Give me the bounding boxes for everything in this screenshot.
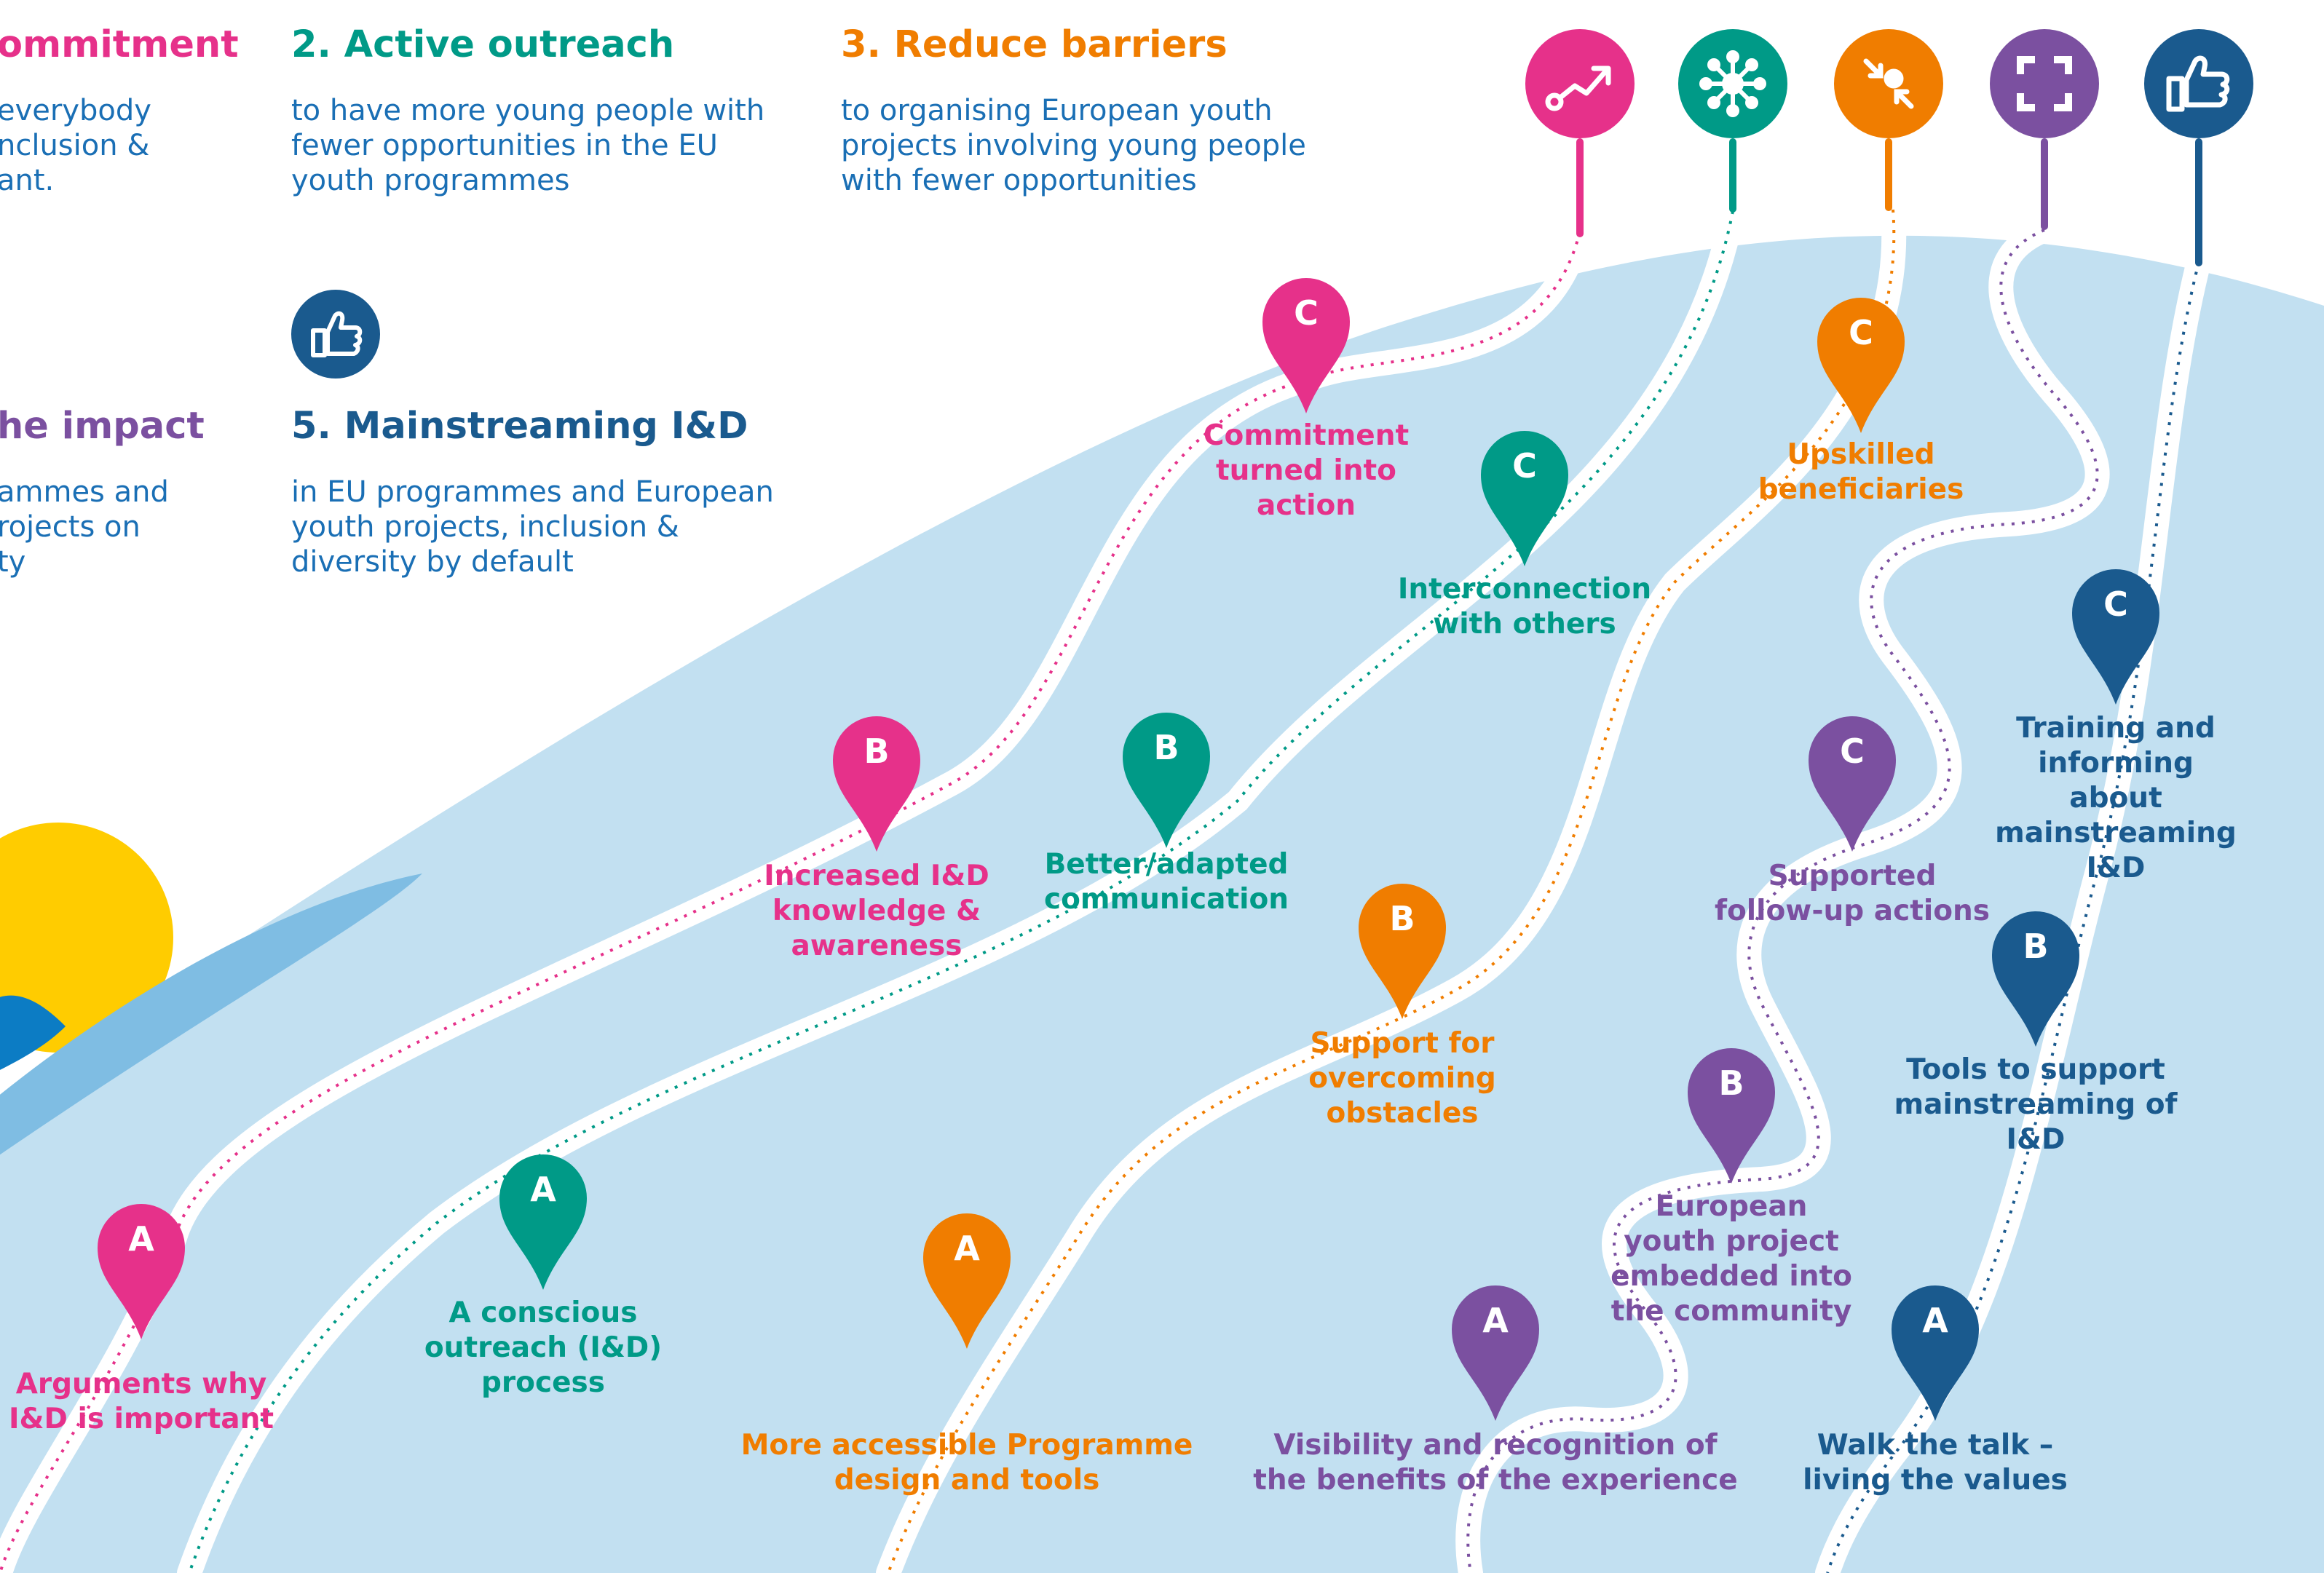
pin-marker-orange-c: C	[1816, 296, 1906, 433]
stem-teal	[1729, 138, 1736, 213]
description-impact: ammes and rojects on ty	[0, 475, 169, 579]
description-mainstreaming: in EU programmes and European youth proj…	[291, 475, 774, 579]
pin-letter: A	[1922, 1301, 1948, 1340]
wave-shape-blue	[0, 995, 66, 1070]
pin-letter: C	[1294, 293, 1319, 333]
pin-marker-orange-a: A	[922, 1212, 1012, 1349]
pin-marker-teal-c: C	[1479, 429, 1570, 566]
pin-label-navy-c: Training and informing about mainstreami…	[1995, 712, 2237, 884]
pin-label-purple-c: Supported follow-up actions	[1715, 860, 1990, 927]
pin-label-pink-c: Commitment turned into action	[1203, 419, 1410, 522]
stem-pink	[1576, 138, 1584, 237]
pin-label-navy-b: Tools to support mainstreaming of I&D	[1894, 1053, 2178, 1156]
pin-letter: B	[863, 732, 890, 771]
path-road-purple	[1455, 218, 2110, 1573]
pin-marker-pink-b: B	[831, 715, 922, 852]
expand-corners-icon	[1990, 29, 2099, 138]
pin-letter: A	[1482, 1301, 1509, 1340]
pin-label-purple-b: European youth project embedded into the…	[1610, 1190, 1852, 1328]
pin-letter: C	[1512, 446, 1537, 486]
stem-orange	[1885, 138, 1892, 211]
pin-letter: A	[128, 1219, 154, 1259]
pin-marker-teal-b: B	[1121, 711, 1212, 848]
heading-reduce-barriers: 3. Reduce barriers	[841, 23, 1228, 66]
heading-active-outreach: 2. Active outreach	[291, 23, 675, 66]
pin-letter: C	[1849, 313, 1873, 352]
stem-navy	[2195, 138, 2202, 266]
description-commitment: everybody nclusion & ant.	[0, 94, 151, 197]
heading-mainstreaming: 5. Mainstreaming I&D	[291, 405, 748, 448]
pin-letter: C	[1840, 732, 1865, 771]
pin-letter: B	[1389, 899, 1415, 938]
path-road-orange	[876, 197, 1907, 1573]
heading-impact: he impact	[0, 405, 205, 448]
arrows-converge-icon	[1834, 29, 1943, 138]
pin-marker-purple-a: A	[1450, 1284, 1541, 1421]
heading-commitment: ommitment	[0, 23, 239, 66]
hill-shape	[0, 235, 2324, 1573]
pin-marker-orange-b: B	[1357, 882, 1447, 1019]
stem-purple	[2041, 138, 2048, 230]
pin-label-orange-c: Upskilled beneficiaries	[1758, 438, 1964, 506]
pin-letter: A	[954, 1229, 980, 1268]
pin-label-orange-b: Support for overcoming obstacles	[1308, 1027, 1496, 1130]
path-road-navy	[1815, 250, 2211, 1573]
pin-label-teal-a: A conscious outreach (I&D) process	[424, 1296, 663, 1399]
pin-marker-navy-c: C	[2071, 568, 2161, 705]
pin-label-pink-b: Increased I&D knowledge & awareness	[764, 860, 989, 962]
pin-marker-purple-c: C	[1807, 715, 1897, 852]
thumbs-up-icon	[291, 290, 380, 379]
pin-label-orange-a: More accessible Programme design and too…	[740, 1429, 1193, 1497]
pin-label-pink-a: Arguments why I&D is important	[9, 1368, 274, 1435]
pin-marker-navy-a: A	[1890, 1284, 1980, 1421]
pin-label-teal-c: Interconnection with others	[1397, 573, 1652, 641]
pin-letter: B	[2023, 927, 2049, 966]
description-active-outreach: to have more young people with fewer opp…	[291, 94, 765, 197]
pin-marker-pink-c: C	[1261, 277, 1351, 413]
pin-letter: B	[1718, 1063, 1744, 1103]
network-icon	[1678, 29, 1787, 138]
pin-marker-navy-b: B	[1991, 910, 2081, 1047]
wave-shape-dark	[0, 873, 422, 1155]
pin-marker-purple-b: B	[1686, 1047, 1776, 1184]
rising-chart-icon	[1525, 29, 1635, 138]
thumbs-up-icon	[2144, 29, 2253, 138]
pin-letter: B	[1153, 728, 1179, 767]
description-reduce-barriers: to organising European youth projects in…	[841, 94, 1306, 197]
sun-shape	[0, 823, 173, 1053]
pin-letter: A	[530, 1170, 556, 1209]
pin-label-navy-a: Walk the talk – living the values	[1803, 1429, 2068, 1497]
pin-label-purple-a: Visibility and recognition of the benefi…	[1253, 1429, 1738, 1497]
pin-marker-teal-a: A	[498, 1153, 588, 1290]
pin-letter: C	[2103, 585, 2128, 624]
pin-marker-pink-a: A	[96, 1202, 186, 1339]
pin-label-teal-b: Better/adapted communication	[1043, 848, 1289, 916]
